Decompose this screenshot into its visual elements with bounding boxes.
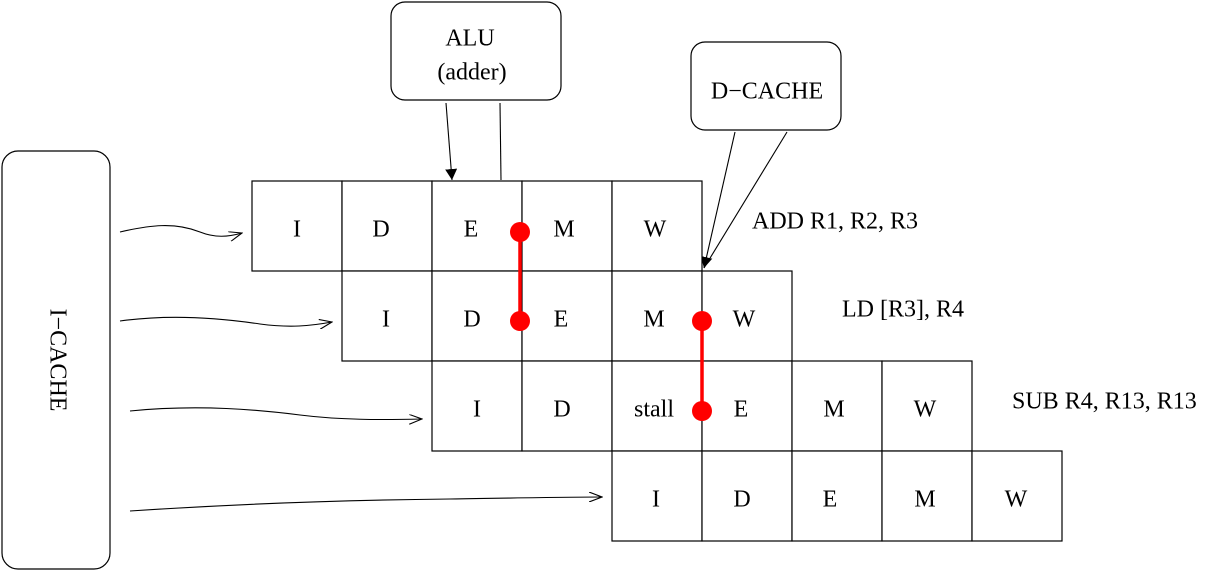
icache-unit: I−CACHE bbox=[1, 150, 111, 570]
forwarding-path-alu bbox=[510, 222, 530, 331]
dcache-output-wire bbox=[703, 131, 788, 269]
stage-label: D bbox=[463, 307, 480, 333]
stage-label: M bbox=[914, 487, 935, 513]
stage-label: E bbox=[464, 217, 479, 243]
alu-box bbox=[390, 1, 562, 101]
stage-label: D bbox=[553, 397, 570, 423]
alu-sublabel: (adder) bbox=[437, 60, 506, 86]
pipeline-row-2: I D E M W LD [R3], R4 bbox=[341, 270, 964, 362]
stage-cell bbox=[431, 270, 523, 362]
stage-cell bbox=[611, 450, 703, 542]
dcache-unit: D−CACHE bbox=[690, 41, 842, 131]
stage-label: W bbox=[733, 307, 756, 333]
stage-label: E bbox=[734, 397, 749, 423]
stage-label: I bbox=[473, 397, 481, 423]
fetch-arrow-3 bbox=[129, 407, 422, 420]
stage-label: I bbox=[382, 307, 390, 333]
forwarding-path-load bbox=[692, 311, 712, 421]
dcache-label: D−CACHE bbox=[711, 79, 823, 105]
stage-cell bbox=[701, 270, 793, 362]
pipeline-row-1: I D E M W ADD R1, R2, R3 bbox=[251, 180, 918, 272]
pipeline-row-3: I D stall E M W SUB R4, R13, R13 bbox=[431, 360, 1197, 452]
alu-label: ALU bbox=[445, 26, 494, 52]
stage-cell bbox=[791, 450, 883, 542]
forwarding-dot bbox=[510, 311, 530, 331]
stage-label: W bbox=[1005, 487, 1028, 513]
stage-label: W bbox=[914, 397, 937, 423]
forwarding-dot bbox=[510, 222, 530, 242]
stage-cell bbox=[431, 360, 523, 452]
stage-label: D bbox=[372, 217, 389, 243]
stage-cell bbox=[881, 360, 973, 452]
forwarding-dot bbox=[692, 401, 712, 421]
stage-label: stall bbox=[634, 397, 674, 423]
stage-label: E bbox=[823, 487, 838, 513]
stage-cell bbox=[611, 270, 703, 362]
alu-input-arrow bbox=[445, 102, 458, 181]
fetch-arrow-2 bbox=[119, 316, 332, 326]
instruction-label: LD [R3], R4 bbox=[842, 297, 964, 323]
stage-cell bbox=[971, 450, 1063, 542]
stage-cell bbox=[611, 360, 703, 452]
alu-output-wire bbox=[499, 102, 502, 181]
stage-cell bbox=[701, 450, 793, 542]
stage-label: W bbox=[644, 217, 667, 243]
stage-label: E bbox=[554, 307, 569, 333]
stage-label: M bbox=[553, 217, 574, 243]
stage-label: I bbox=[652, 487, 660, 513]
stage-cell bbox=[341, 270, 433, 362]
icache-label: I−CACHE bbox=[44, 309, 70, 412]
fetch-arrow-4 bbox=[129, 497, 602, 512]
fetch-arrow-1 bbox=[119, 225, 242, 237]
stage-label: M bbox=[643, 307, 664, 333]
stage-cell bbox=[521, 270, 613, 362]
stage-label: D bbox=[733, 487, 750, 513]
instruction-label: SUB R4, R13, R13 bbox=[1012, 389, 1197, 415]
stage-label: M bbox=[823, 397, 844, 423]
pipeline-row-4: I D E M W bbox=[611, 450, 1063, 542]
instruction-label: ADD R1, R2, R3 bbox=[752, 209, 918, 235]
dcache-box bbox=[690, 41, 842, 131]
dcache-input-arrow bbox=[700, 131, 736, 269]
icache-box bbox=[1, 150, 111, 570]
forwarding-dot bbox=[692, 311, 712, 331]
stage-cell bbox=[701, 360, 793, 452]
alu-unit: ALU (adder) bbox=[390, 1, 562, 101]
stage-cell bbox=[791, 360, 883, 452]
stage-label: I bbox=[293, 217, 301, 243]
